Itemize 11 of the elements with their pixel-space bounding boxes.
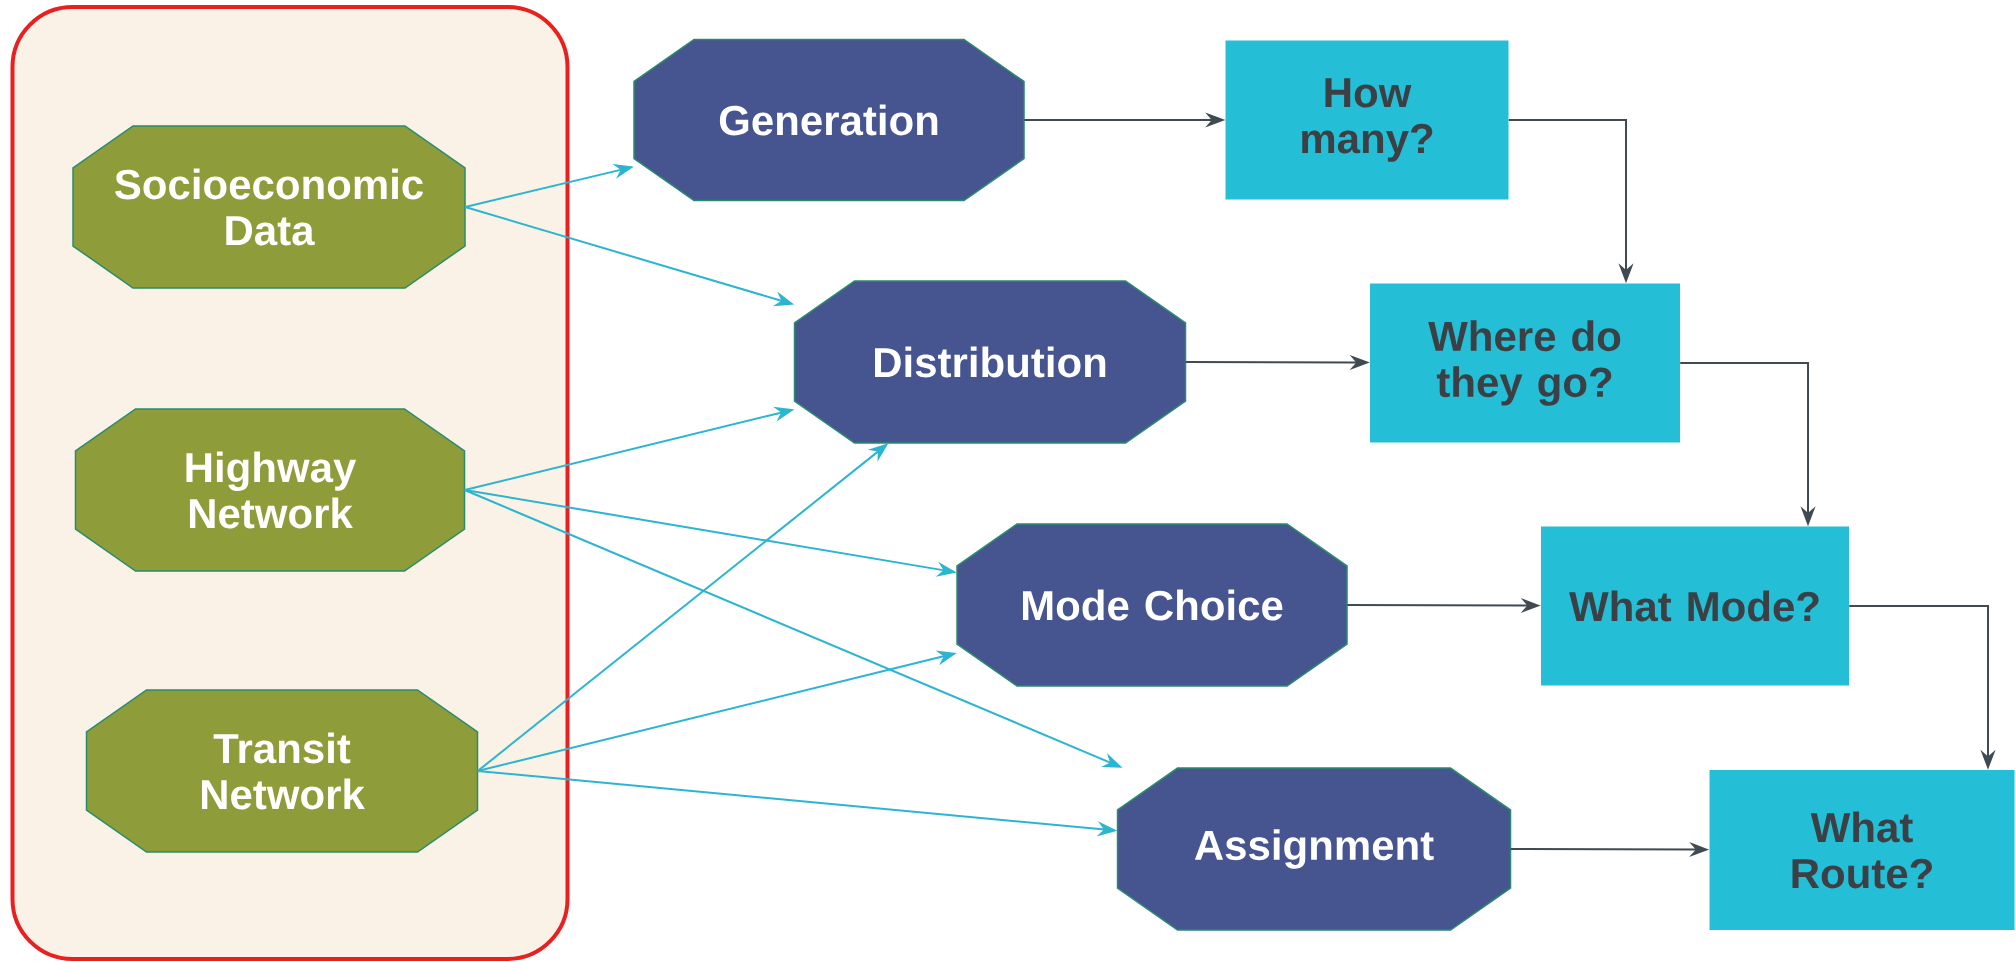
question-box: What Mode? <box>1541 526 1849 686</box>
octagon-node: Socioeconomic Data <box>72 125 466 289</box>
question-box: Where do they go? <box>1370 283 1680 443</box>
octagon-node: Transit Network <box>85 689 479 853</box>
octagon-node: Assignment <box>1116 767 1512 931</box>
question-box: How many? <box>1225 40 1509 200</box>
octagon-node: Mode Choice <box>956 523 1348 687</box>
octagon-node: Distribution <box>793 280 1187 444</box>
question-box: What Route? <box>1709 770 2015 930</box>
octagon-node: Generation <box>633 38 1025 202</box>
octagon-node: Highway Network <box>74 408 466 572</box>
